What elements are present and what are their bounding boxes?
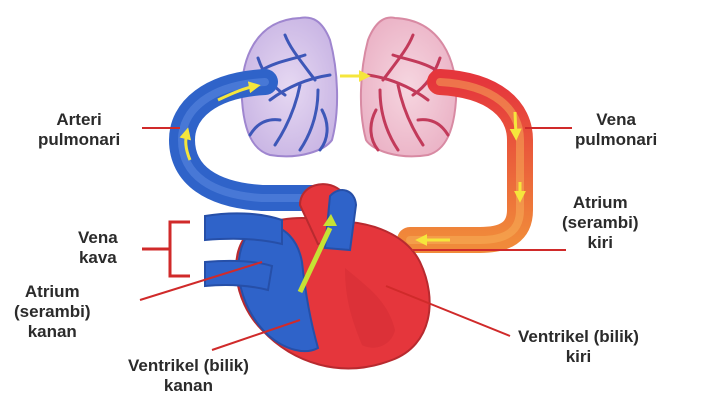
vena-kava-bracket [142,222,190,276]
label-vena-pulmonari: Vena pulmonari [575,110,657,150]
label-arteri-pulmonari: Arteri pulmonari [38,110,120,150]
label-ventrikel-kanan: Ventrikel (bilik) kanan [128,356,249,396]
label-atrium-kiri: Atrium (serambi) kiri [562,193,639,253]
label-atrium-kanan: Atrium (serambi) kanan [14,282,91,342]
label-ventrikel-kiri: Ventrikel (bilik) kiri [518,327,639,367]
label-vena-kava: Vena kava [78,228,118,268]
